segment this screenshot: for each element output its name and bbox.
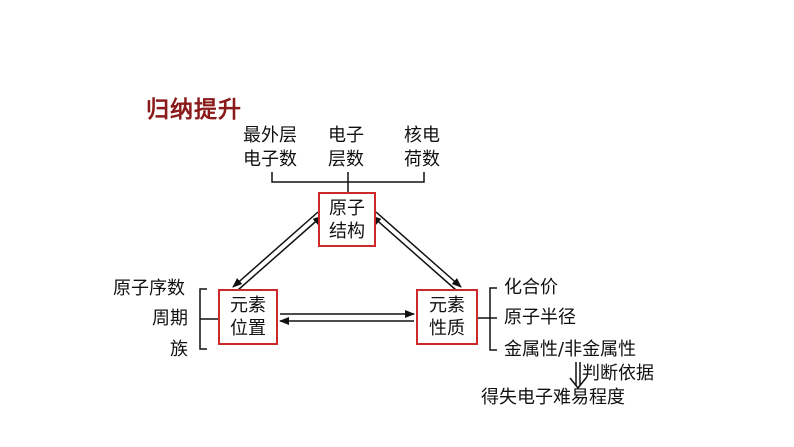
- box-element-property-line2: 性质: [429, 318, 465, 339]
- box-atomic-structure: 原子 结构: [318, 192, 376, 247]
- arrow-position-to-structure: [237, 215, 323, 291]
- label-nuclear-charge-line1: 核电: [404, 125, 440, 146]
- label-electron-shells-line2: 层数: [328, 149, 364, 170]
- box-atomic-structure-line1: 原子: [329, 197, 365, 219]
- box-element-position-line1: 元素: [230, 295, 266, 316]
- box-element-property: 元素 性质: [416, 289, 478, 345]
- label-valence: 化合价: [504, 277, 558, 298]
- box-element-property-line1: 元素: [429, 295, 465, 316]
- label-basis: 判断依据: [582, 363, 654, 384]
- label-outer-electrons-line2: 电子数: [243, 149, 297, 170]
- basis-arrowhead: [569, 377, 587, 390]
- box-atomic-structure-line2: 结构: [329, 220, 365, 242]
- label-nuclear-charge-line2: 荷数: [404, 149, 440, 170]
- label-outer-electrons-line1: 最外层: [243, 125, 297, 146]
- label-electron-gain-loss: 得失电子难易程度: [481, 387, 625, 408]
- box-element-position-line2: 位置: [230, 318, 266, 339]
- label-atomic-number: 原子序数: [113, 278, 185, 299]
- label-nuclear-charge: 核电 荷数: [404, 124, 440, 172]
- arrow-structure-to-property: [375, 211, 462, 288]
- arrow-structure-to-position: [232, 211, 319, 288]
- section-title: 归纳提升: [146, 97, 242, 123]
- label-electron-shells: 电子 层数: [328, 124, 364, 172]
- arrow-property-to-structure: [371, 215, 457, 291]
- label-atomic-radius: 原子半径: [504, 307, 576, 328]
- label-group: 族: [170, 339, 188, 360]
- right-bracket: [489, 287, 497, 351]
- label-electron-shells-line1: 电子: [328, 125, 364, 146]
- label-period: 周期: [152, 308, 188, 329]
- label-metallicity: 金属性/非金属性: [504, 339, 637, 360]
- label-outer-electrons: 最外层 电子数: [243, 124, 297, 172]
- box-element-position: 元素 位置: [218, 289, 278, 345]
